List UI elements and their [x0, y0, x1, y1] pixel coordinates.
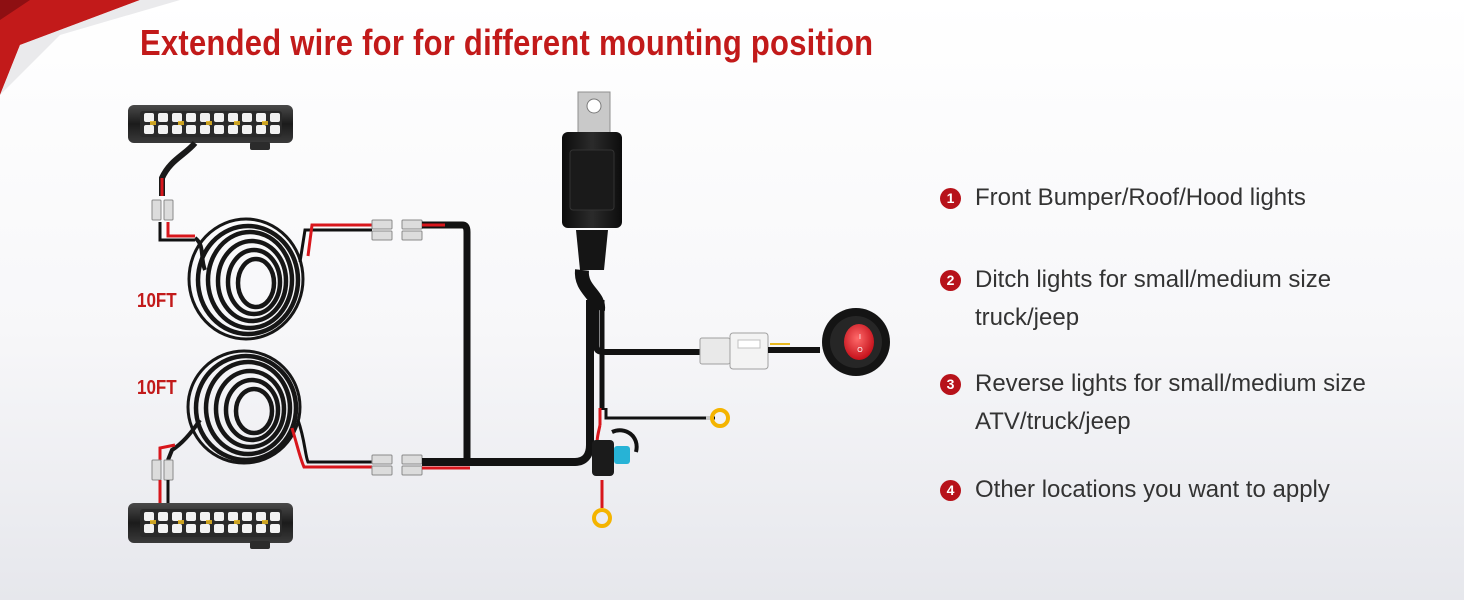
light-bar-upper [128, 105, 293, 242]
corner-decoration [0, 0, 180, 95]
number-badge-3: 3 [940, 374, 961, 395]
led-light-bar-icon [128, 105, 293, 150]
ring-terminal-icon [592, 480, 612, 528]
usage-text-1: Front Bumper/Roof/Hood lights [975, 179, 1306, 217]
usage-line: ATV/truck/jeep [975, 408, 1131, 435]
relay-icon [562, 91, 622, 311]
light-bar-lower [128, 503, 293, 549]
connector-plug-icon [151, 459, 174, 481]
usage-line: Reverse lights for small/medium size [975, 370, 1366, 397]
upper-cable-length-label: 10FT [137, 290, 177, 312]
coiled-extension-cable-icon [187, 217, 305, 341]
ring-terminal-icon [706, 408, 730, 428]
usage-text-3: Reverse lights for small/medium size ATV… [975, 365, 1366, 441]
number-badge-4: 4 [940, 480, 961, 501]
number-badge-1: 1 [940, 188, 961, 209]
svg-text:I: I [859, 334, 861, 341]
connector-plug-icon [699, 332, 769, 370]
svg-text:O: O [857, 347, 863, 354]
coiled-extension-cable-icon [186, 349, 302, 465]
usage-item-4: 4 Other locations you want to apply [940, 476, 1330, 509]
usage-line: truck/jeep [975, 304, 1080, 331]
connector-plug-icon [151, 199, 174, 221]
rocker-switch-icon: I O [822, 308, 890, 376]
connector-plug-icon [371, 219, 423, 241]
usage-text-4: Other locations you want to apply [975, 471, 1330, 509]
fuse-holder-icon [592, 424, 639, 476]
usage-item-1: 1 Front Bumper/Roof/Hood lights [940, 184, 1306, 217]
usage-item-2: 2 Ditch lights for small/medium size tru… [940, 266, 1331, 337]
usage-line: Ditch lights for small/medium size [975, 266, 1332, 293]
lower-cable-length-label: 10FT [137, 377, 177, 399]
usage-text-2: Ditch lights for small/medium size truck… [975, 261, 1331, 337]
usage-item-3: 3 Reverse lights for small/medium size A… [940, 370, 1366, 441]
usage-line: Front Bumper/Roof/Hood lights [975, 184, 1306, 211]
page-title: Extended wire for for different mounting… [140, 22, 874, 63]
usage-line: Other locations you want to apply [975, 476, 1330, 503]
led-light-bar-icon [128, 503, 293, 549]
connector-plug-icon [371, 454, 423, 476]
number-badge-2: 2 [940, 270, 961, 291]
